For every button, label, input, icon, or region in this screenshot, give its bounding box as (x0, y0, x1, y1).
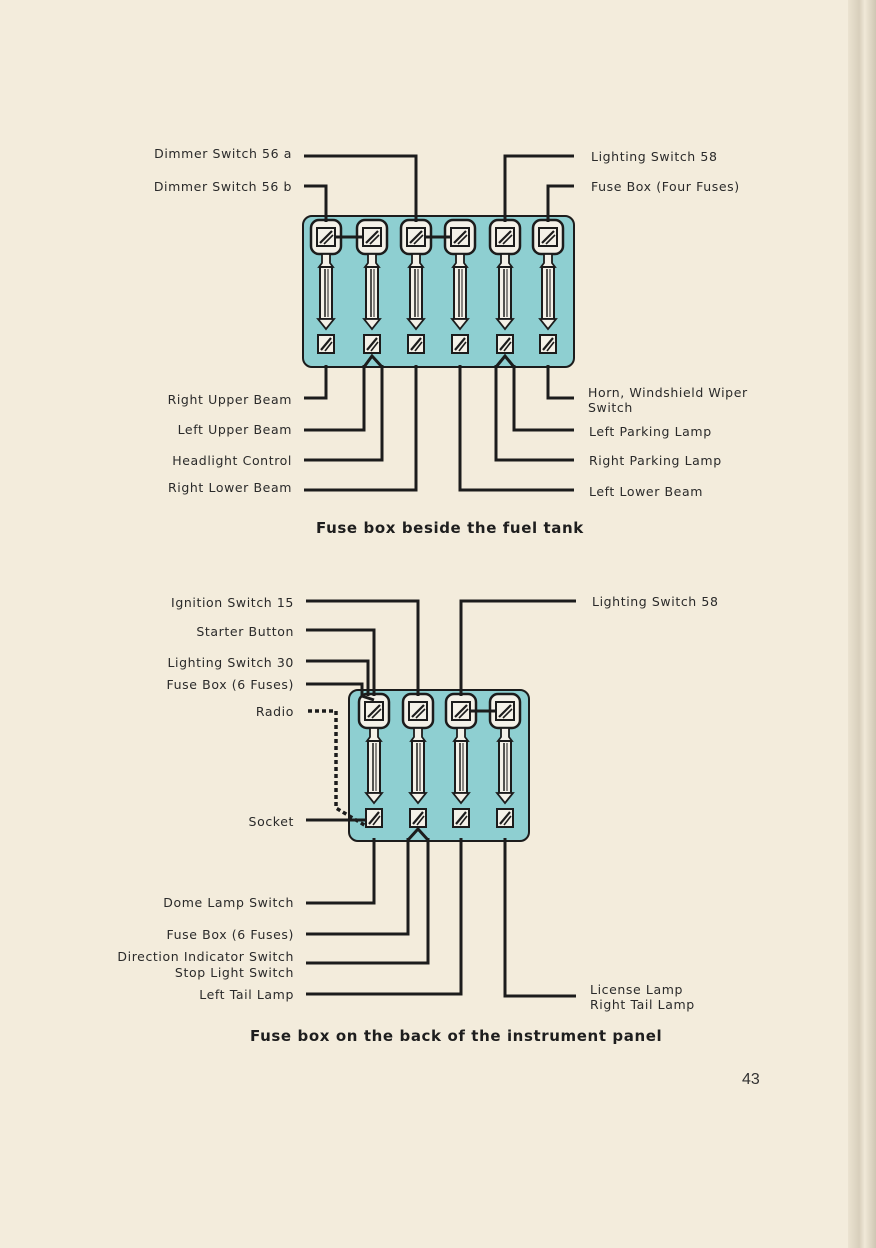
fuse-box-instrument-panel (348, 689, 530, 842)
label-starter-button: Starter Button (196, 624, 294, 639)
label-dome-lamp-switch: Dome Lamp Switch (163, 895, 294, 910)
label-right-upper-beam: Right Upper Beam (167, 392, 292, 407)
label-left-parking-lamp: Left Parking Lamp (589, 424, 712, 439)
page-number: 43 (742, 1071, 760, 1088)
caption-instrument-panel: Fuse box on the back of the instrument p… (250, 1027, 663, 1045)
label-ignition-switch-15: Ignition Switch 15 (171, 595, 294, 610)
label-right-lower-beam: Right Lower Beam (167, 480, 292, 495)
label-lighting-switch-30: Lighting Switch 30 (167, 655, 294, 670)
label-left-lower-beam: Left Lower Beam (589, 484, 704, 499)
label-lighting-switch-58-b: Lighting Switch 58 (592, 594, 719, 609)
label-left-tail-lamp: Left Tail Lamp (199, 987, 294, 1002)
label-horn-windshield-wiper: Horn, Windshield Wiper (588, 385, 748, 400)
label-fuse-box-6-fuses-bottom: Fuse Box (6 Fuses) (166, 927, 294, 942)
label-radio: Radio (255, 704, 294, 719)
label-right-tail-lamp: Right Tail Lamp (590, 997, 695, 1012)
label-left-upper-beam: Left Upper Beam (177, 422, 292, 437)
caption-fuel-tank: Fuse box beside the fuel tank (316, 519, 584, 537)
label-headlight-control: Headlight Control (172, 453, 292, 468)
wires-diagram-1 (304, 154, 574, 492)
fuse-box-fuel-tank (302, 215, 575, 368)
label-direction-indicator-switch: Direction Indicator Switch (117, 949, 294, 964)
label-fuse-box-6-fuses-top: Fuse Box (6 Fuses) (166, 677, 294, 692)
label-lighting-switch-58: Lighting Switch 58 (591, 149, 718, 164)
label-dimmer-switch-56b: Dimmer Switch 56 b (153, 179, 292, 194)
label-horn-switch: Switch (588, 400, 633, 415)
label-stop-light-switch: Stop Light Switch (174, 965, 294, 980)
label-fuse-box-four-fuses: Fuse Box (Four Fuses) (591, 179, 740, 194)
wires-diagram-2 (306, 599, 576, 998)
page-edge (848, 0, 876, 1248)
label-license-lamp: License Lamp (590, 982, 684, 997)
label-socket: Socket (248, 814, 294, 829)
label-dimmer-switch-56a: Dimmer Switch 56 a (154, 146, 292, 161)
label-right-parking-lamp: Right Parking Lamp (589, 453, 722, 468)
